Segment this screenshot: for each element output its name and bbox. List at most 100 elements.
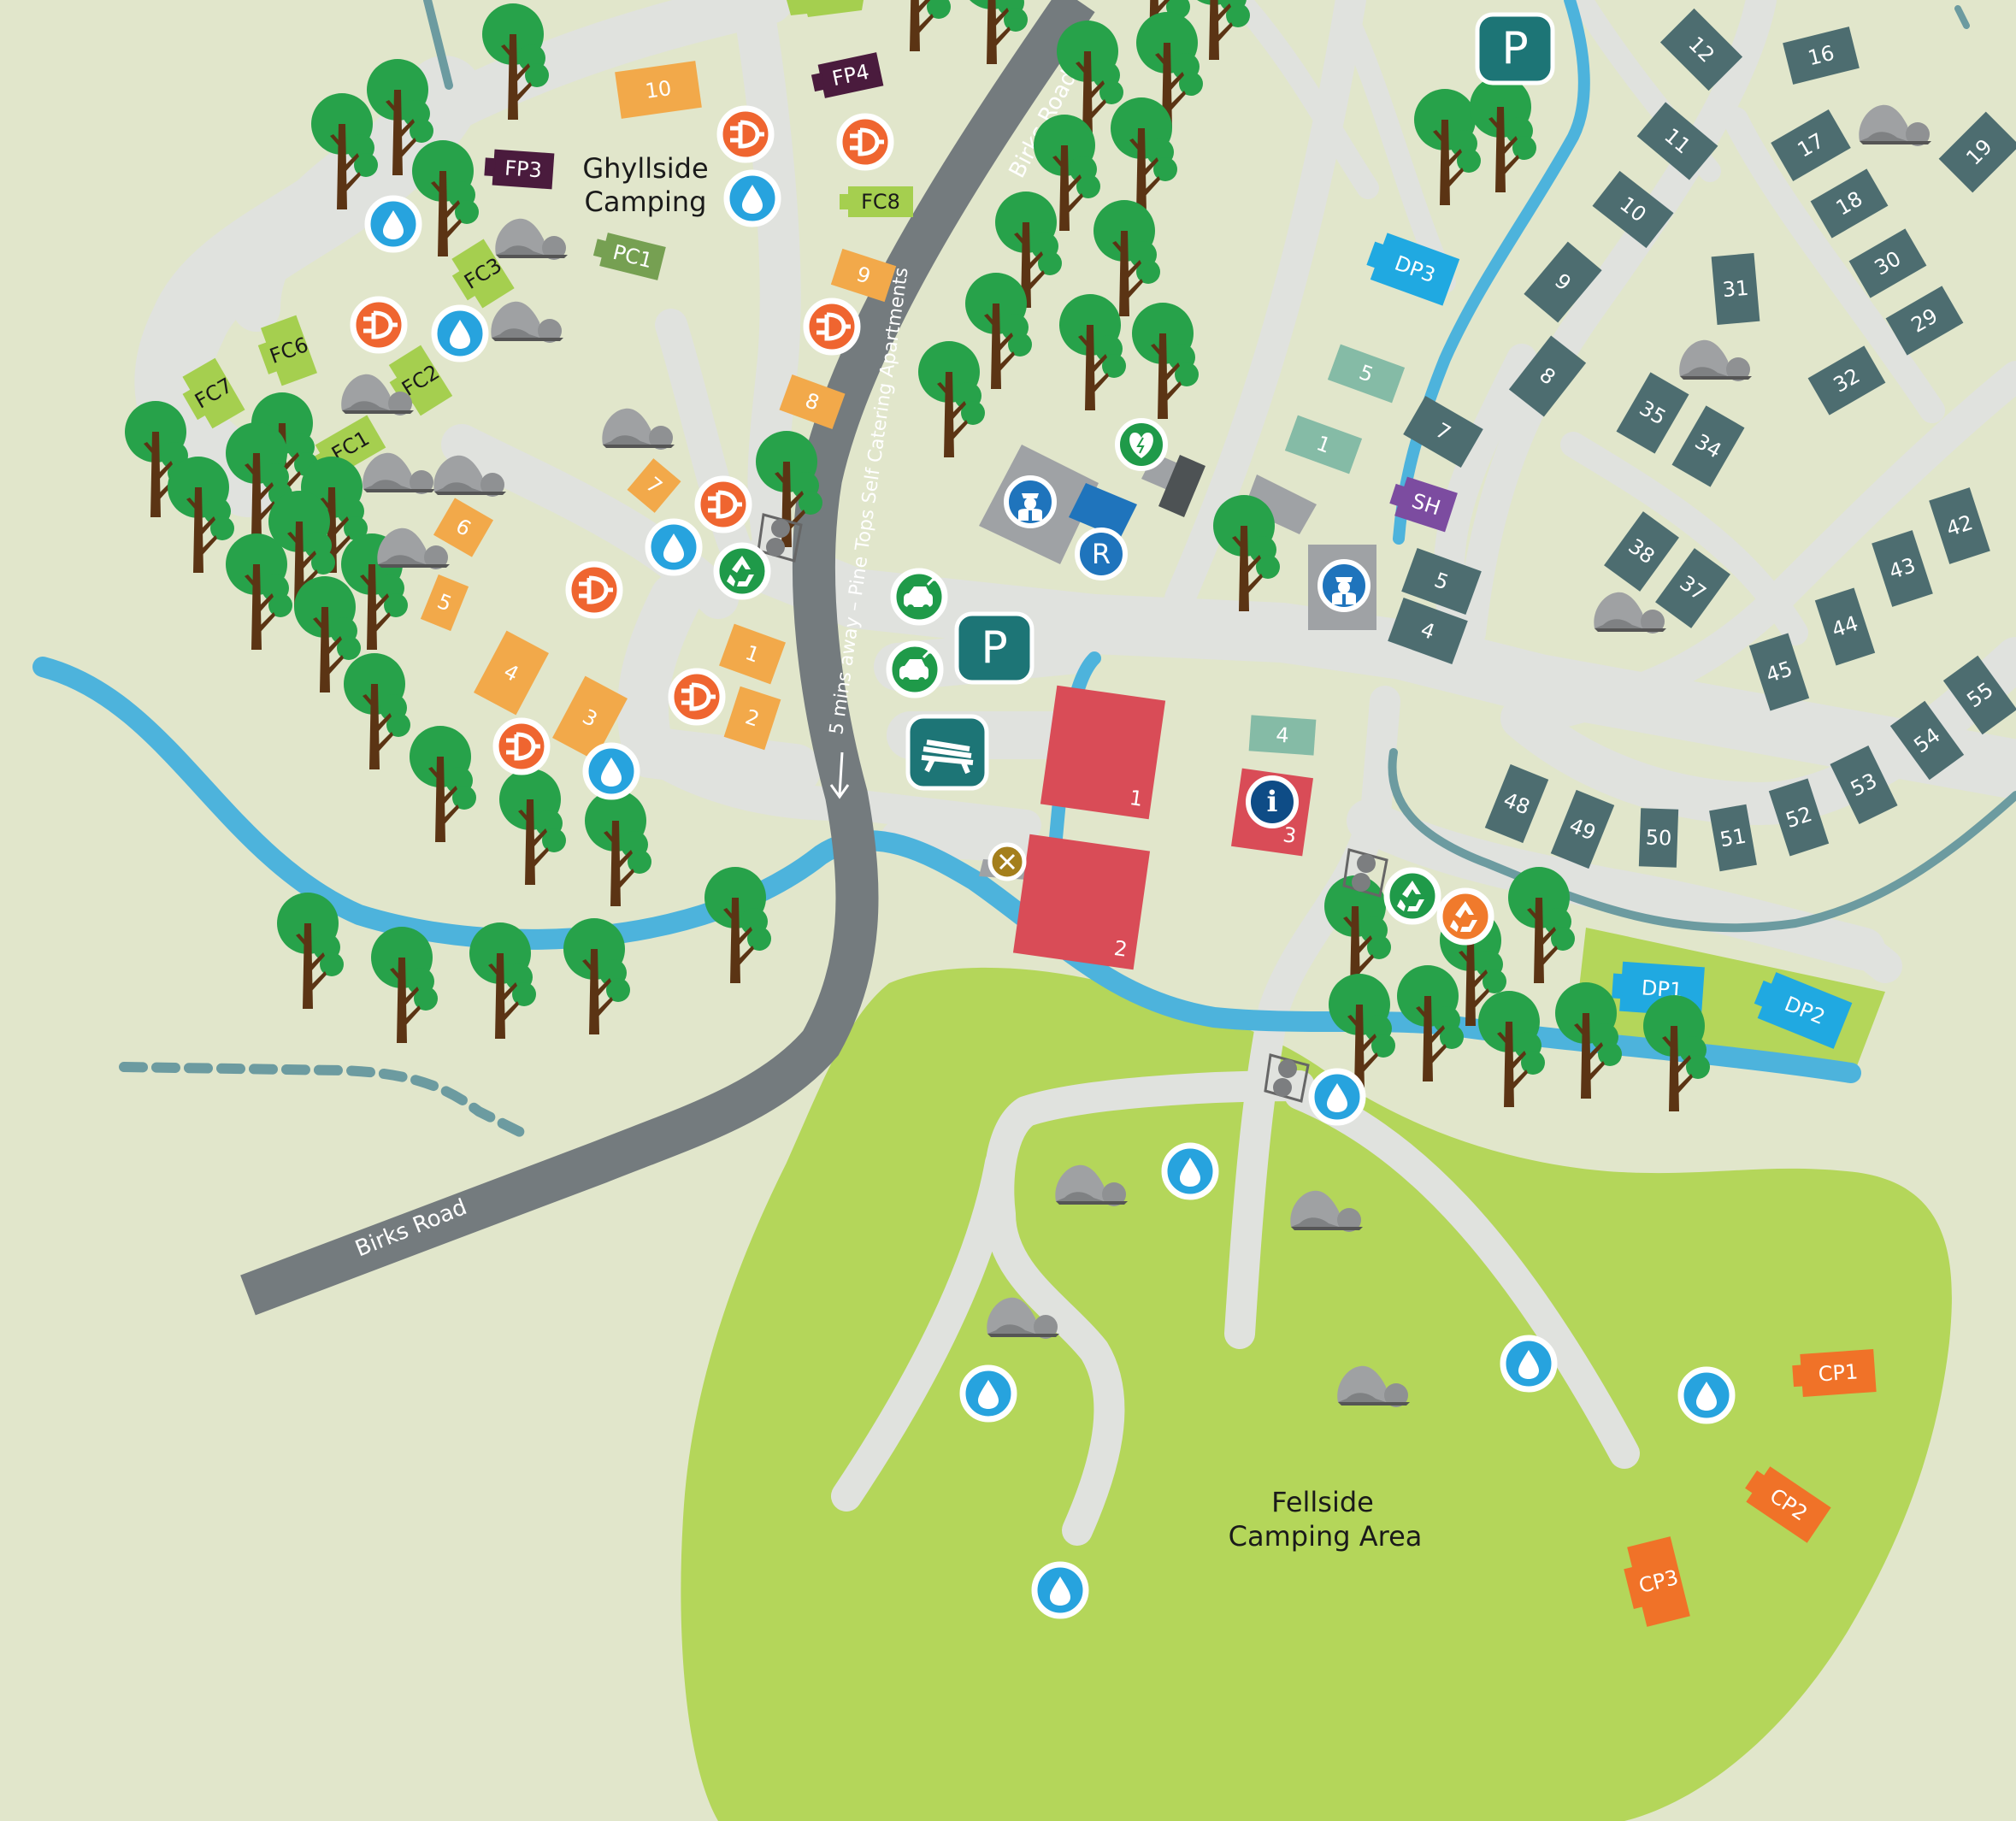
unit-sh[interactable]: SH xyxy=(1387,474,1458,533)
lodge-8[interactable]: 8 xyxy=(1508,335,1587,417)
water-drop-icon[interactable] xyxy=(963,1368,1014,1419)
lodge-17[interactable]: 17 xyxy=(1771,109,1851,182)
recycle-icon[interactable] xyxy=(1387,870,1438,922)
lodge-shape xyxy=(1748,633,1810,711)
reception-icon[interactable]: R xyxy=(1075,527,1128,580)
ghyllside-pitch-g8[interactable]: 8 xyxy=(779,374,846,429)
water-drop-icon[interactable] xyxy=(1503,1338,1554,1389)
recycle-icon[interactable] xyxy=(1440,891,1491,942)
lodge-35[interactable]: 35 xyxy=(1616,372,1689,454)
ev-charger-icon[interactable] xyxy=(893,571,945,622)
water-drop-icon[interactable] xyxy=(648,522,699,573)
mint-lodge-1[interactable]: 1 xyxy=(1284,415,1363,474)
ghyllside-pitch-g2[interactable]: 2 xyxy=(723,686,781,751)
lodge-32[interactable]: 32 xyxy=(1807,345,1886,415)
ghyllside-pitch-g10[interactable]: 10 xyxy=(615,61,702,119)
water-drop-icon[interactable] xyxy=(1681,1370,1732,1421)
lodge-7[interactable]: 7 xyxy=(1403,395,1483,469)
lodge-5[interactable]: 5 xyxy=(1401,547,1482,616)
unit-cp1[interactable]: CP1 xyxy=(1791,1349,1877,1398)
lodge-9[interactable]: 9 xyxy=(1524,241,1602,323)
lodge-shape xyxy=(1401,547,1482,616)
parking-icon-north[interactable]: P xyxy=(1475,12,1555,85)
water-drop-icon[interactable] xyxy=(434,308,486,359)
pod-pitch-fp4[interactable]: FP4 xyxy=(810,52,884,100)
lodge-16[interactable]: 16 xyxy=(1783,27,1860,85)
lodge-12[interactable]: 12 xyxy=(1659,8,1743,91)
ev-charger-icon[interactable] xyxy=(889,644,940,695)
lodge-29[interactable]: 29 xyxy=(1885,286,1964,356)
water-drop-icon[interactable] xyxy=(586,745,637,797)
lodge-54[interactable]: 54 xyxy=(1889,700,1965,781)
water-drop-icon[interactable] xyxy=(727,173,778,224)
lodge-11[interactable]: 11 xyxy=(1636,102,1718,180)
lodge-49[interactable]: 49 xyxy=(1550,789,1615,869)
security-warden-icon[interactable] xyxy=(1320,562,1368,610)
ghyllside-pitch-g1[interactable]: 1 xyxy=(719,623,786,685)
electric-plug-icon[interactable] xyxy=(806,301,858,352)
pitch-partial-top[interactable] xyxy=(787,0,864,17)
ghyllside-pitch-g5[interactable]: 5 xyxy=(420,574,469,632)
electric-plug-icon[interactable] xyxy=(671,671,722,722)
unit-cp3[interactable]: CP3 xyxy=(1618,1536,1690,1629)
electric-plug-icon[interactable] xyxy=(698,479,749,530)
forest-pitch-fc8[interactable]: FC8 xyxy=(840,186,913,217)
picnic-area-icon[interactable] xyxy=(905,714,989,791)
ghyllside-pitch-g3[interactable]: 3 xyxy=(552,675,628,761)
lodge-42[interactable]: 42 xyxy=(1929,487,1990,564)
electric-plug-icon[interactable] xyxy=(496,721,547,772)
lodge-4[interactable]: 4 xyxy=(1388,597,1468,665)
pod-pitch-fp3[interactable]: FP3 xyxy=(484,149,555,190)
electric-plug-icon[interactable] xyxy=(840,116,891,168)
pod-pitch-pc1[interactable]: PC1 xyxy=(591,231,666,280)
lodge-50[interactable]: 50 xyxy=(1638,808,1679,868)
unit-dp3[interactable]: DP3 xyxy=(1362,230,1460,306)
lodge-19[interactable]: 19 xyxy=(1938,111,2016,193)
ghyllside-pitch-g4[interactable]: 4 xyxy=(474,630,549,716)
info-icon[interactable]: i xyxy=(1246,775,1299,828)
streams xyxy=(119,0,2016,1142)
unit-dp2[interactable]: DP2 xyxy=(1749,969,1853,1049)
lodge-45[interactable]: 45 xyxy=(1748,633,1810,711)
lodge-51[interactable]: 51 xyxy=(1709,804,1757,872)
lodge-55[interactable]: 55 xyxy=(1942,655,2016,735)
lodge-44[interactable]: 44 xyxy=(1814,587,1876,666)
electric-plug-icon[interactable] xyxy=(720,109,771,160)
ghyllside-pitch-g9[interactable]: 9 xyxy=(830,248,897,303)
birks-road xyxy=(240,0,1095,1316)
water-drop-icon[interactable] xyxy=(1035,1565,1086,1616)
ghyllside-pitch-g7[interactable]: 7 xyxy=(627,458,681,513)
building-2[interactable]: 2 xyxy=(1012,834,1151,970)
water-drop-icon[interactable] xyxy=(368,198,419,250)
forest-pitch-fc6[interactable]: FC6 xyxy=(253,315,318,388)
dining-icon[interactable] xyxy=(987,842,1027,881)
lodge-label: 51 xyxy=(1718,824,1748,852)
lodge-48[interactable]: 48 xyxy=(1484,763,1549,844)
lodge-38[interactable]: 38 xyxy=(1604,511,1679,592)
lodge-43[interactable]: 43 xyxy=(1872,530,1933,607)
mint-lodge-5[interactable]: 5 xyxy=(1327,344,1406,404)
building-1[interactable]: 1 xyxy=(1040,685,1166,820)
ghyllside-pitch-g6[interactable]: 6 xyxy=(433,498,494,557)
recycle-icon[interactable] xyxy=(716,545,768,597)
lodge-31[interactable]: 31 xyxy=(1711,252,1760,326)
lodge-30[interactable]: 30 xyxy=(1848,228,1927,298)
unit-cp2[interactable]: CP2 xyxy=(1739,1462,1831,1543)
water-drop-icon[interactable] xyxy=(1164,1146,1216,1197)
forest-pitch-fc3[interactable]: FC3 xyxy=(445,239,516,313)
lodge-18[interactable]: 18 xyxy=(1810,168,1889,239)
parking-icon-central[interactable]: P xyxy=(954,611,1035,685)
lodge-52[interactable]: 52 xyxy=(1768,778,1830,857)
electric-plug-icon[interactable] xyxy=(569,564,620,616)
water-drop-icon[interactable] xyxy=(1312,1071,1363,1123)
security-warden-icon[interactable] xyxy=(1006,478,1054,526)
lodge-34[interactable]: 34 xyxy=(1671,405,1745,487)
lodge-10[interactable]: 10 xyxy=(1592,170,1674,249)
electric-plug-icon[interactable] xyxy=(353,299,404,351)
mint-lodge-4[interactable]: 4 xyxy=(1248,715,1317,756)
defibrillator-icon[interactable] xyxy=(1115,418,1168,471)
lodge-37[interactable]: 37 xyxy=(1655,548,1730,628)
mint-lodge-label: 4 xyxy=(1275,723,1289,748)
lodge-53[interactable]: 53 xyxy=(1830,745,1898,825)
